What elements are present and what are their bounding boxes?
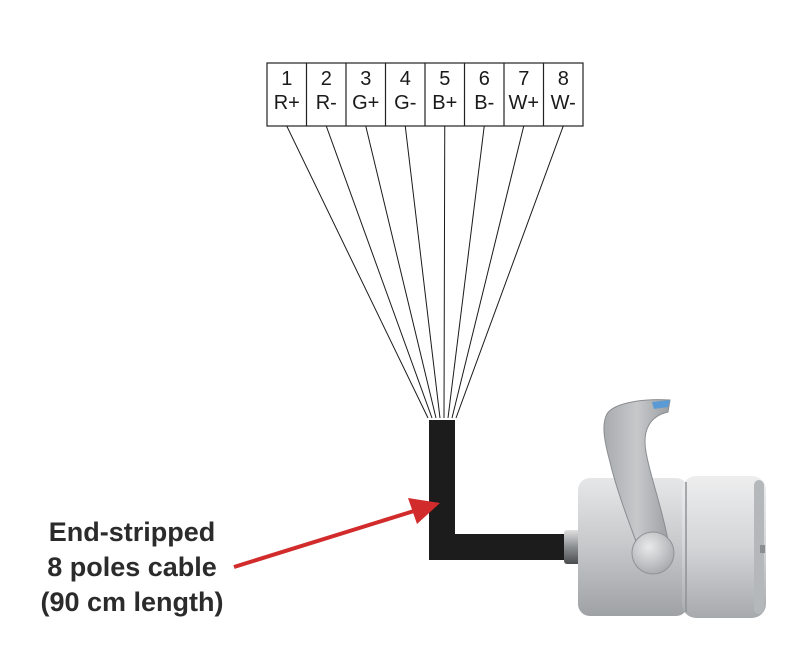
fixture-side-mark	[760, 545, 765, 553]
wire	[443, 125, 446, 419]
mounting-bracket	[603, 399, 671, 553]
terminal-signal: W+	[508, 92, 539, 114]
light-fixture	[564, 399, 766, 618]
caption-line-2: 8 poles cable	[47, 552, 217, 582]
wire-fan	[286, 125, 564, 419]
arrow-head	[408, 498, 440, 524]
callout-arrow	[233, 498, 440, 569]
terminal-number: 2	[321, 68, 332, 90]
caption-line-3: (90 cm length)	[40, 587, 223, 617]
wire	[451, 125, 525, 419]
wire	[455, 125, 564, 419]
terminal-block: 1R+ 2R- 3G+ 4G- 5B+ 6B- 7W+ 8W-	[266, 62, 584, 127]
wire	[286, 125, 429, 419]
terminal-signal: G-	[394, 92, 416, 114]
bracket-knob	[631, 531, 675, 575]
wire	[447, 125, 485, 419]
terminal-number: 3	[360, 68, 371, 90]
terminal-number: 8	[558, 68, 569, 90]
terminal-signal: G+	[352, 92, 379, 114]
terminal-number: 1	[281, 68, 292, 90]
terminal-signal: B-	[474, 92, 494, 114]
terminal-number: 4	[400, 68, 411, 90]
fixture-front-cap	[682, 476, 766, 618]
terminal-number: 5	[439, 68, 450, 90]
terminal-number: 6	[479, 68, 490, 90]
terminal-number: 7	[518, 68, 529, 90]
fixture-lens-edge	[754, 480, 764, 614]
cable	[429, 420, 571, 560]
terminal-signal: B+	[432, 92, 457, 114]
cable-caption: End-stripped 8 poles cable (90 cm length…	[40, 517, 223, 617]
bracket-blue-edge	[652, 400, 670, 409]
terminal-signal: R-	[316, 92, 337, 114]
wire	[365, 125, 437, 419]
cable-horizontal-segment	[429, 534, 571, 560]
terminal-signal: R+	[274, 92, 300, 114]
caption-line-1: End-stripped	[49, 517, 216, 547]
wire	[325, 125, 433, 419]
wire	[404, 125, 441, 419]
terminal-signal: W-	[551, 92, 576, 114]
